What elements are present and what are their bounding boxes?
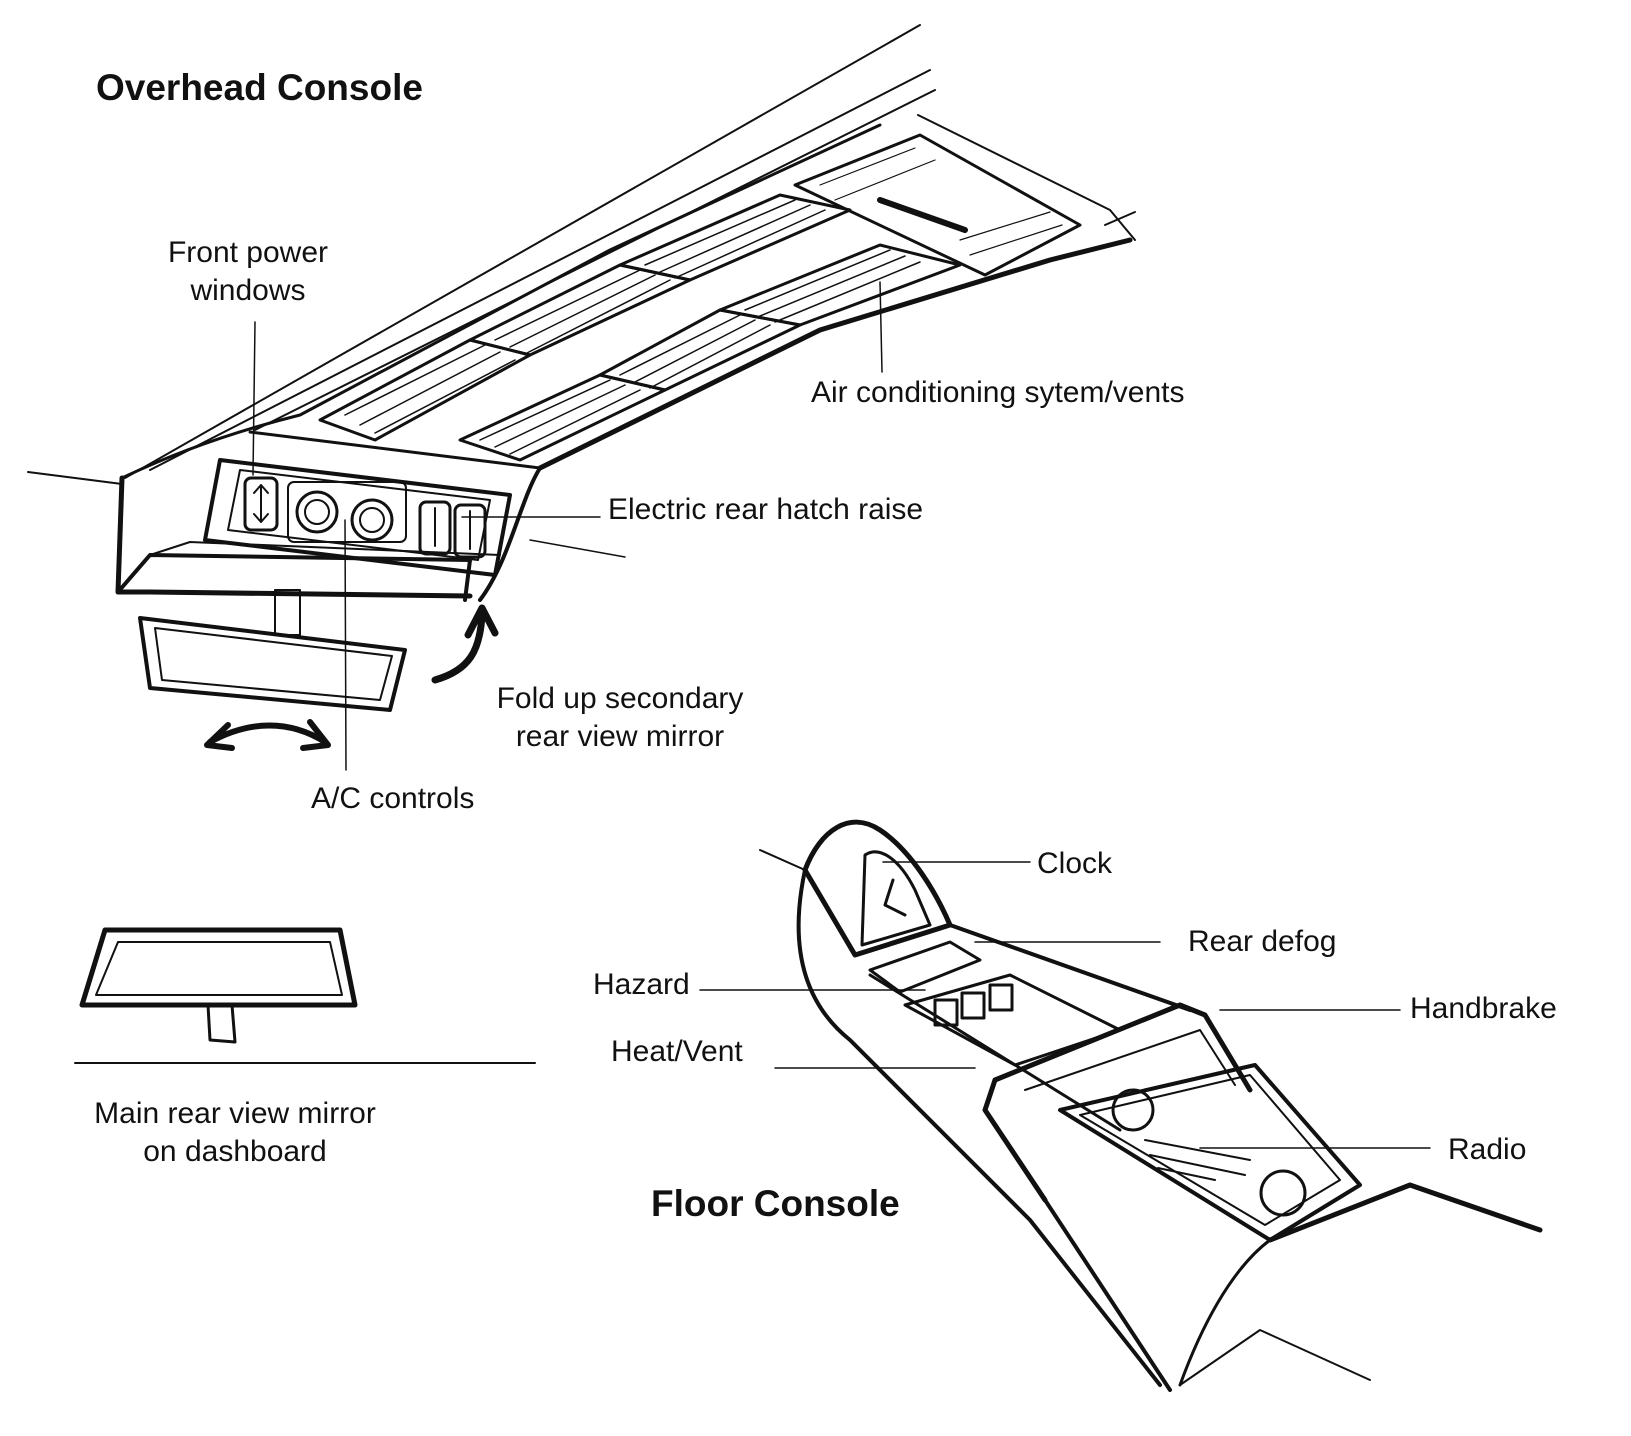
label-air-conditioning: Air conditioning sytem/vents: [811, 376, 1185, 409]
label-rear-defog: Rear defog: [1188, 925, 1337, 958]
label-main-mirror-line-1: Main rear view mirror: [94, 1097, 376, 1130]
overhead-console-title: Overhead Console: [96, 67, 423, 108]
label-ac-controls: A/C controls: [311, 782, 475, 815]
floor-console-title: Floor Console: [651, 1183, 900, 1224]
label-front-power-windows: Front power windows: [148, 234, 348, 310]
label-main-mirror: Main rear view mirror on dashboard: [70, 1095, 400, 1171]
main-mirror-drawing: [74, 927, 536, 1064]
label-heat-vent: Heat/Vent: [611, 1035, 743, 1068]
label-hazard: Hazard: [593, 968, 690, 1001]
label-main-mirror-line-2: on dashboard: [143, 1135, 327, 1168]
label-radio: Radio: [1448, 1133, 1527, 1166]
label-front-power-windows-line-1: Front power: [167, 236, 329, 269]
label-fold-up-mirror-line-1: Fold up secondary: [496, 682, 744, 715]
label-clock: Clock: [1037, 847, 1113, 880]
label-electric-rear-hatch: Electric rear hatch raise: [608, 493, 924, 526]
label-front-power-windows-line-2: windows: [190, 274, 306, 307]
overhead-console-drawing: [27, 24, 1136, 771]
label-handbrake: Handbrake: [1410, 992, 1557, 1025]
label-fold-up-mirror-line-2: rear view mirror: [515, 720, 725, 753]
label-fold-up-mirror: Fold up secondary rear view mirror: [480, 680, 760, 756]
floor-console-drawing: [699, 819, 1543, 1392]
